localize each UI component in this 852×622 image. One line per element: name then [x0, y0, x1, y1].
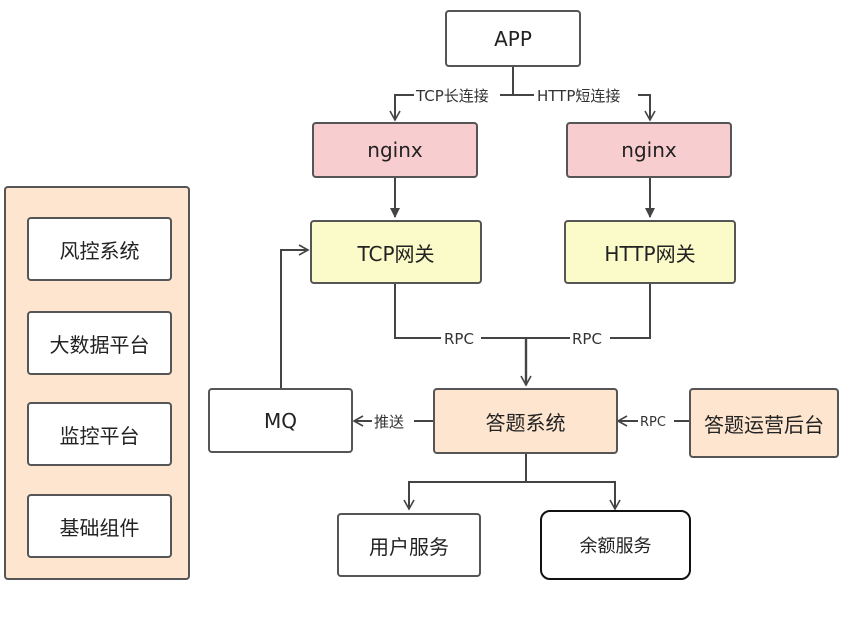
edge-tcp-to-rpc [394, 284, 526, 339]
label-rpc-right: RPC [572, 330, 602, 348]
node-nginx-right-label: nginx [621, 138, 677, 162]
node-user-service-label: 用户服务 [369, 534, 449, 559]
node-nginx-left-label: nginx [367, 138, 423, 162]
side-item-base-components[interactable]: 基础组件 [27, 494, 172, 558]
node-mq[interactable]: MQ [208, 388, 353, 453]
side-item-risk-control[interactable]: 风控系统 [27, 217, 172, 281]
side-item-label: 大数据平台 [49, 332, 150, 357]
node-balance-service-label: 余额服务 [579, 536, 652, 557]
label-tcp-long: TCP长连接 [415, 87, 489, 105]
side-item-big-data[interactable]: 大数据平台 [27, 311, 172, 375]
edge-mq-to-tcp [280, 244, 310, 388]
node-answer-ops-backend-label: 答题运营后台 [704, 412, 824, 437]
node-answer-ops-backend[interactable]: 答题运营后台 [689, 388, 839, 458]
node-nginx-right[interactable]: nginx [566, 122, 732, 178]
node-user-service[interactable]: 用户服务 [337, 513, 481, 577]
label-http-short: HTTP短连接 [537, 87, 620, 105]
node-tcp-gateway[interactable]: TCP网关 [310, 220, 482, 284]
node-balance-service[interactable]: 余额服务 [540, 510, 691, 580]
side-panel: 风控系统 大数据平台 监控平台 基础组件 [4, 186, 190, 580]
node-answer-system-label: 答题系统 [485, 410, 566, 435]
node-http-gateway-label: HTTP网关 [604, 241, 696, 266]
node-tcp-gateway-label: TCP网关 [357, 241, 435, 266]
side-item-label: 监控平台 [59, 423, 140, 448]
label-rpc-left: RPC [444, 330, 474, 348]
node-app[interactable]: APP [445, 10, 581, 67]
side-item-monitoring[interactable]: 监控平台 [27, 402, 172, 466]
side-item-label: 风控系统 [59, 238, 140, 263]
edge-to-balance-service [526, 481, 621, 511]
node-nginx-left[interactable]: nginx [312, 122, 478, 178]
edge-to-user-service [403, 481, 526, 511]
label-rpc-ops: RPC [640, 415, 666, 430]
label-push: 推送 [374, 413, 404, 431]
node-answer-system[interactable]: 答题系统 [433, 388, 618, 454]
node-http-gateway[interactable]: HTTP网关 [564, 220, 736, 284]
node-mq-label: MQ [264, 408, 297, 433]
side-item-label: 基础组件 [59, 515, 140, 540]
node-app-label: APP [494, 26, 532, 51]
edge-http-to-rpc [526, 284, 651, 339]
